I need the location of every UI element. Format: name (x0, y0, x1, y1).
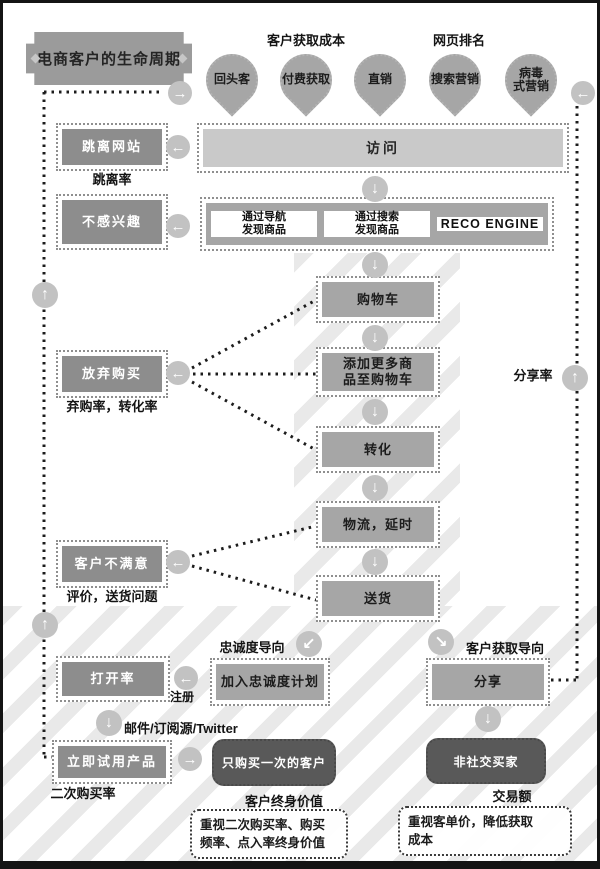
node-bounce-site: 跳离网站 (56, 123, 168, 171)
abandon-metric-label: 弃购率，转化率 (66, 399, 158, 414)
node-visit: 访问 (197, 123, 569, 173)
node-open-rate: 打开率 (56, 656, 170, 702)
arrow-left-icon: ← (166, 550, 190, 574)
arrow-down-icon: ↓ (362, 176, 388, 202)
repeat-purchase-rate-label: 二次购买率 (50, 786, 116, 801)
clv-label: 客户终身价值 (244, 794, 323, 809)
arrow-left-icon: ← (166, 361, 190, 385)
arrow-up-icon: ↑ (32, 612, 58, 638)
arrow-down-left-icon: ↙ (296, 631, 322, 657)
node-one-time-customer: 只购买一次的客户 (212, 739, 336, 786)
clv-note: 重视二次购买率、购买 频率、点入率终身价值 (190, 809, 348, 859)
arrow-left-icon: ← (174, 666, 198, 690)
node-non-social-buyer: 非社交买家 (426, 738, 546, 784)
discovery-container: 通过导航 发现商品 通过搜索 发现商品 RECO ENGINE (200, 197, 554, 251)
arrow-down-icon: ↓ (362, 549, 388, 575)
pin-label: 搜索营销 (431, 72, 480, 87)
pin-label: 付费获取 (282, 72, 331, 87)
banner-title: 电商客户的生命周期 (36, 51, 181, 68)
arrow-left-icon: ← (166, 214, 190, 238)
arrow-left-icon: ← (166, 135, 190, 159)
pin-label: 直销 (367, 72, 392, 87)
acquisition-orientation-label: 客户获取导向 (465, 641, 544, 656)
unsatisfied-metric-label: 评价，送货问题 (66, 589, 158, 604)
node-share: 分享 (426, 658, 550, 706)
arrow-left-icon: ← (571, 81, 595, 105)
node-search-discovery: 通过搜索 发现商品 (324, 211, 430, 237)
arrow-up-icon: ↑ (562, 365, 588, 391)
pin-label: 回头客 (213, 72, 250, 87)
gmv-label: 交易额 (492, 789, 532, 804)
page-rank-label: 网页排名 (432, 33, 485, 48)
node-not-interested: 不感兴趣 (56, 194, 168, 250)
acquisition-cost-label: 客户获取成本 (266, 33, 345, 48)
share-rate-label: 分享率 (513, 368, 553, 383)
node-join-loyalty-program: 加入忠诚度计划 (210, 658, 330, 706)
arrow-up-icon: ↑ (32, 282, 58, 308)
node-abandon-purchase: 放弃购买 (56, 350, 168, 398)
arrow-down-right-icon: ↘ (428, 629, 454, 655)
gmv-note: 重视客单价，降低获取 成本 (398, 806, 572, 856)
pin-label: 病毒 式营销 (512, 65, 549, 93)
arrow-down-icon: ↓ (96, 710, 122, 736)
arrow-down-icon: ↓ (362, 475, 388, 501)
arrow-down-icon: ↓ (475, 706, 501, 732)
node-nav-discovery: 通过导航 发现商品 (211, 211, 317, 237)
node-customer-unsatisfied: 客户不满意 (56, 540, 168, 588)
node-logistics-delay: 物流，延时 (316, 501, 440, 548)
loyalty-orientation-label: 忠诚度导向 (219, 640, 285, 655)
node-convert: 转化 (316, 426, 440, 473)
arrow-right-icon: → (168, 81, 192, 105)
node-add-more-to-cart: 添加更多商 品至购物车 (316, 347, 440, 397)
email-sources-label: 邮件/订阅源/Twitter (124, 721, 238, 736)
arrow-down-icon: ↓ (362, 252, 388, 278)
arrow-down-icon: ↓ (362, 325, 388, 351)
node-try-product: 立即试用产品 (52, 740, 172, 784)
bounce-rate-label: 跳离率 (92, 172, 132, 187)
arrow-right-icon: → (178, 747, 202, 771)
node-cart: 购物车 (316, 276, 440, 323)
title-banner: 电商客户的生命周期 (26, 32, 192, 85)
node-delivery: 送货 (316, 575, 440, 622)
register-label: 注册 (170, 690, 195, 704)
arrow-down-icon: ↓ (362, 399, 388, 425)
node-reco-engine: RECO ENGINE (437, 216, 543, 232)
